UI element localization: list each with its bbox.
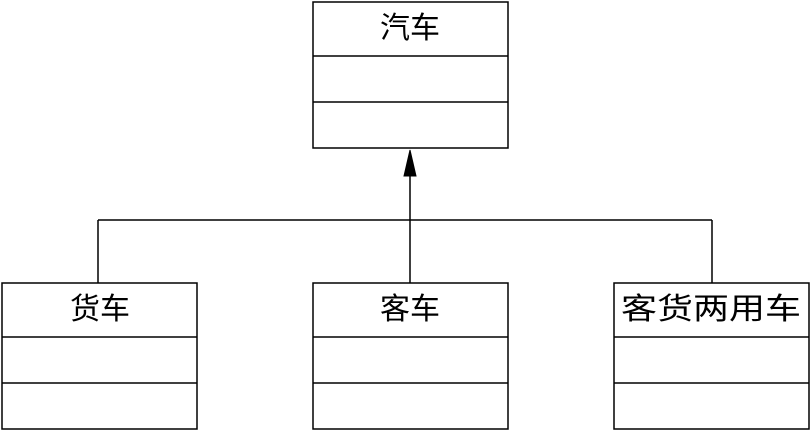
class-box-bus-frame [312,282,509,430]
class-box-truck-frame [1,282,198,430]
class-name-vehicle: 汽车 [380,11,440,46]
class-box-vehicle-frame [312,1,509,149]
class-box-pickup: 客货两用车 [613,282,810,430]
class-name-pickup: 客货两用车 [621,292,801,327]
class-name-truck: 货车 [70,292,130,327]
class-name-bus: 客车 [380,292,440,327]
class-box-truck: 货车 [1,282,198,430]
class-box-pickup-frame [613,282,810,430]
class-box-bus: 客车 [312,282,509,430]
generalization-arrowhead [403,149,417,177]
class-box-vehicle: 汽车 [312,1,509,149]
inheritance-connectors [97,149,713,283]
